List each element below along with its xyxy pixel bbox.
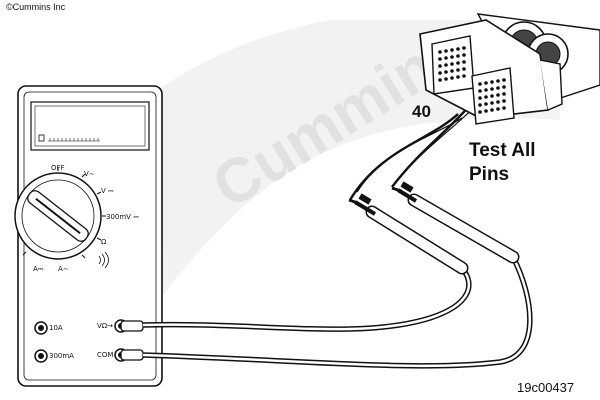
copyright-text: ©Cummins Inc (6, 2, 66, 12)
black-lead-wire (142, 255, 533, 369)
meter-display (30, 101, 150, 151)
pin-number-label: 40 (412, 102, 431, 121)
low-battery-indicator (38, 134, 45, 142)
continuity-sound-icon (98, 251, 109, 269)
pin-grid-a (438, 46, 466, 82)
jack-label-volt-ohm: VΩ→ (97, 322, 113, 330)
dial-label-v-dc: V ⎓ (101, 187, 114, 195)
instruction-line-1: Test All (469, 140, 536, 161)
pin-grid-b (478, 78, 506, 114)
dial-label-a-dc: A⎓ (33, 265, 44, 273)
jack-label-300ma: 300mA (49, 352, 74, 360)
dial-label-a-ac: A∼ (58, 265, 69, 273)
probe-left[interactable] (348, 113, 469, 275)
dial-label-ohm: Ω (101, 238, 107, 246)
probe-right[interactable] (391, 95, 520, 264)
dial-label-mv: 300mV ⎓ (106, 213, 139, 221)
test-leads (120, 95, 533, 369)
multimeter (14, 85, 163, 387)
jack-label-10a: 10A (49, 324, 63, 332)
dial-pointer (27, 190, 89, 242)
instruction-line-2: Pins (469, 164, 509, 185)
dial-label-off: OFF (51, 164, 65, 172)
harness-connector (419, 13, 600, 125)
dial-label-v-ac: V∼ (84, 170, 95, 178)
jack-label-com: COM (97, 351, 113, 359)
figure-id: 19c00437 (517, 380, 574, 395)
